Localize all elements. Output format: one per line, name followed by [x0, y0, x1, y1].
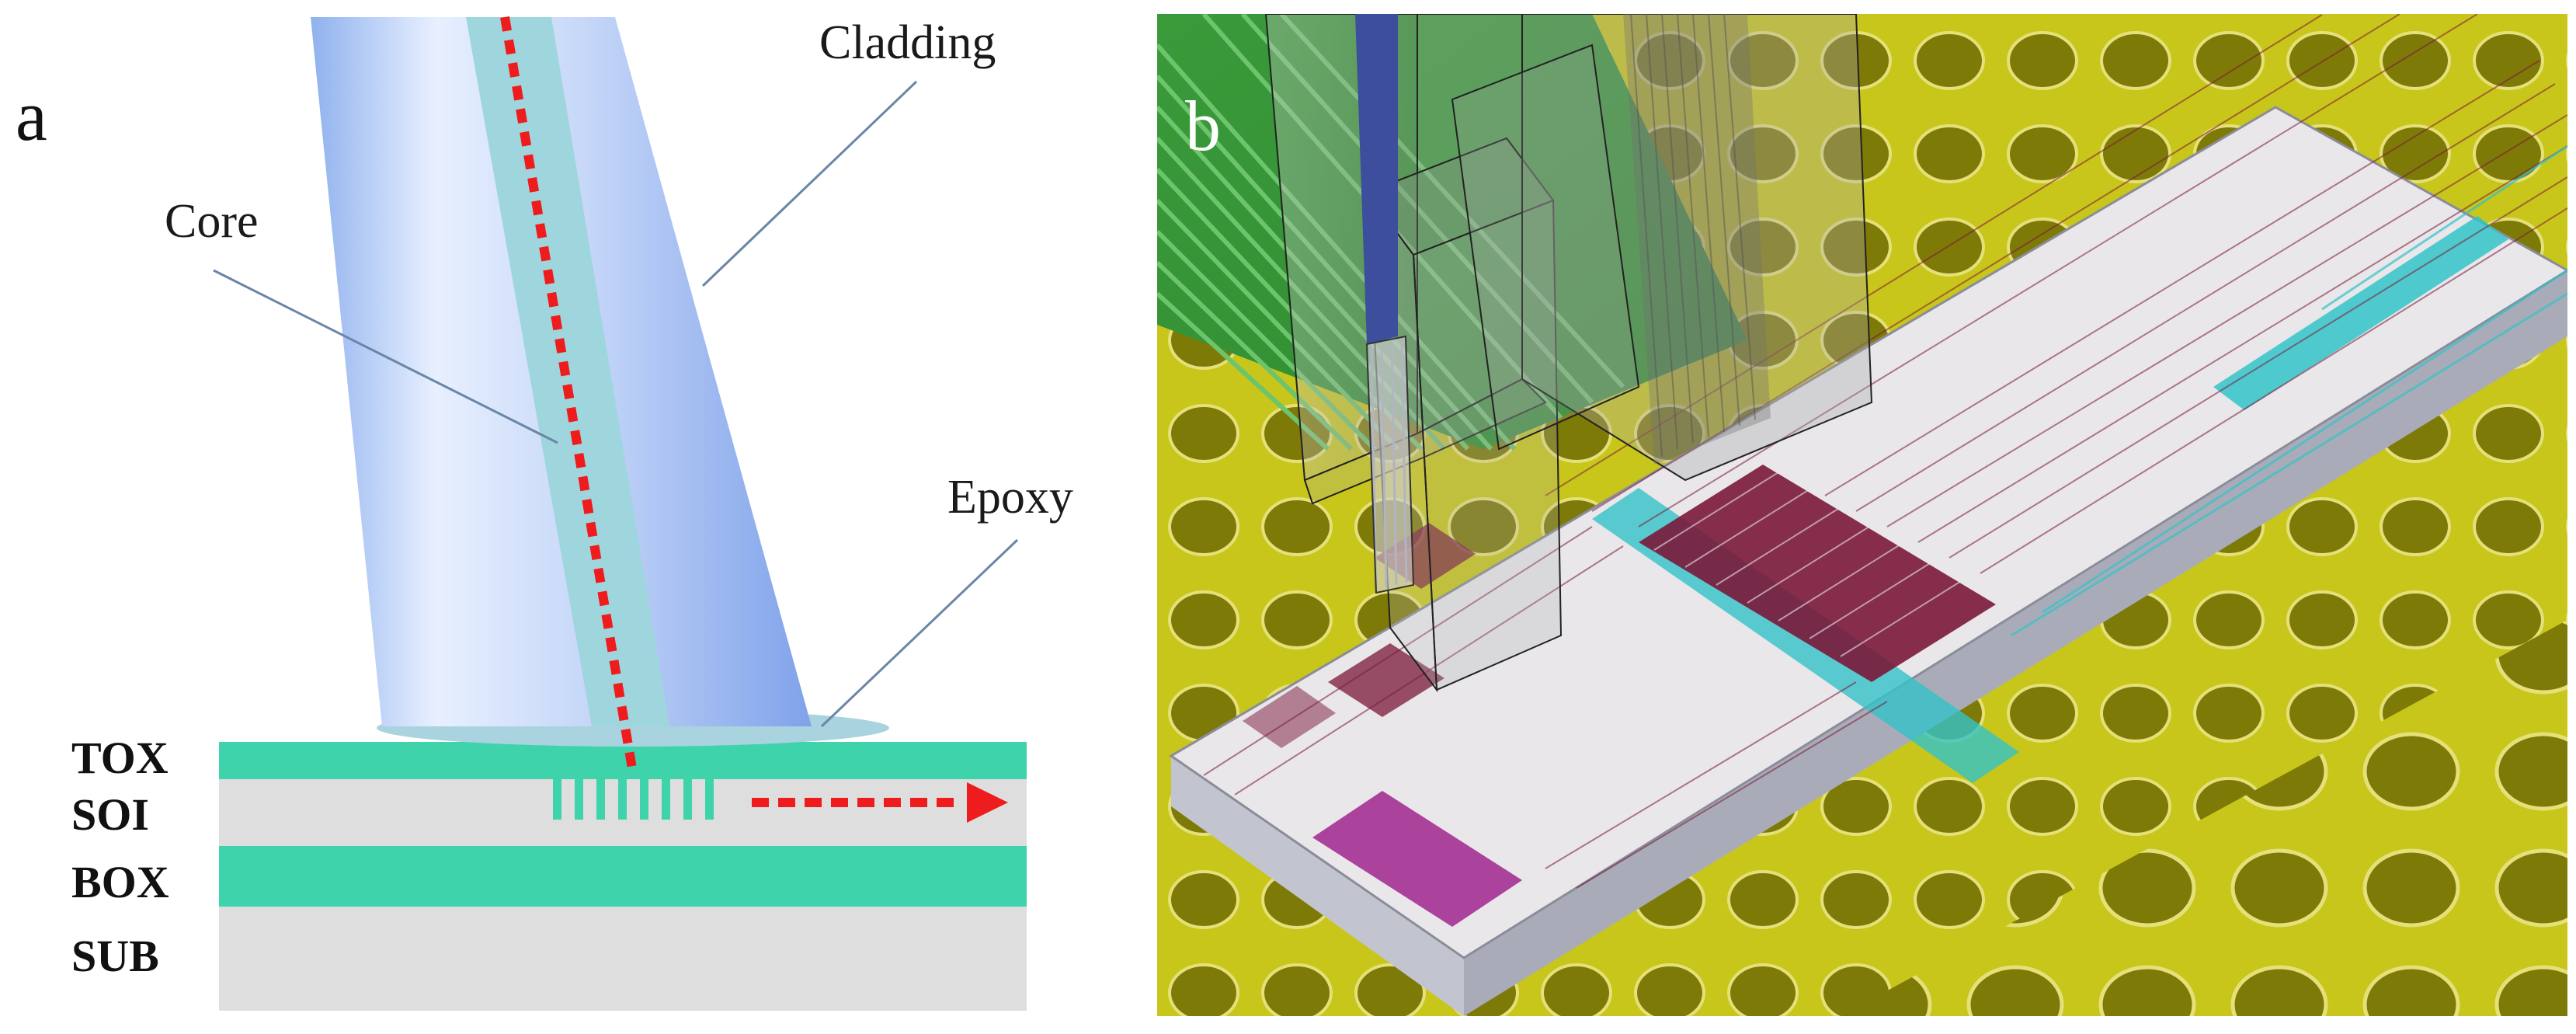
cladding-label: Cladding	[819, 16, 996, 69]
soi-label: SOI	[71, 789, 149, 840]
dense-array	[1639, 465, 1996, 682]
cladding-callout-line	[701, 80, 918, 287]
chip-right-face	[1464, 270, 2567, 1016]
light-path-in	[500, 16, 638, 775]
sub-label: SUB	[71, 931, 159, 981]
fiber-ribbon	[1355, 14, 1398, 344]
sub-layer	[219, 907, 1027, 1011]
tox-label: TOX	[71, 733, 169, 783]
core-label: Core	[165, 195, 259, 248]
panel-a-grating-coupler-schematic: a Core Cladding Epoxy TOX SOI BOX SUB	[16, 16, 1073, 1011]
chip-front-face	[1171, 756, 1464, 1016]
pcb-near-pad-field	[1841, 620, 2567, 1016]
grating-coupler	[553, 779, 714, 820]
arrow-head	[967, 782, 1008, 823]
box-layer	[219, 846, 1027, 907]
chip-layout	[1203, 14, 2567, 927]
panel-letter-a: a	[16, 76, 47, 155]
core-callout-line	[213, 269, 558, 444]
panel-letter-b: b	[1185, 86, 1221, 165]
fiber-array-assembly	[1264, 14, 1873, 693]
box-label: BOX	[71, 857, 169, 907]
tox-layer	[219, 742, 1027, 779]
epoxy-callout-line	[820, 538, 1019, 728]
triangle-block	[1312, 791, 1522, 927]
epoxy-label: Epoxy	[947, 471, 1073, 524]
panel-b-packaged-chip-render: b	[1157, 14, 2567, 1016]
